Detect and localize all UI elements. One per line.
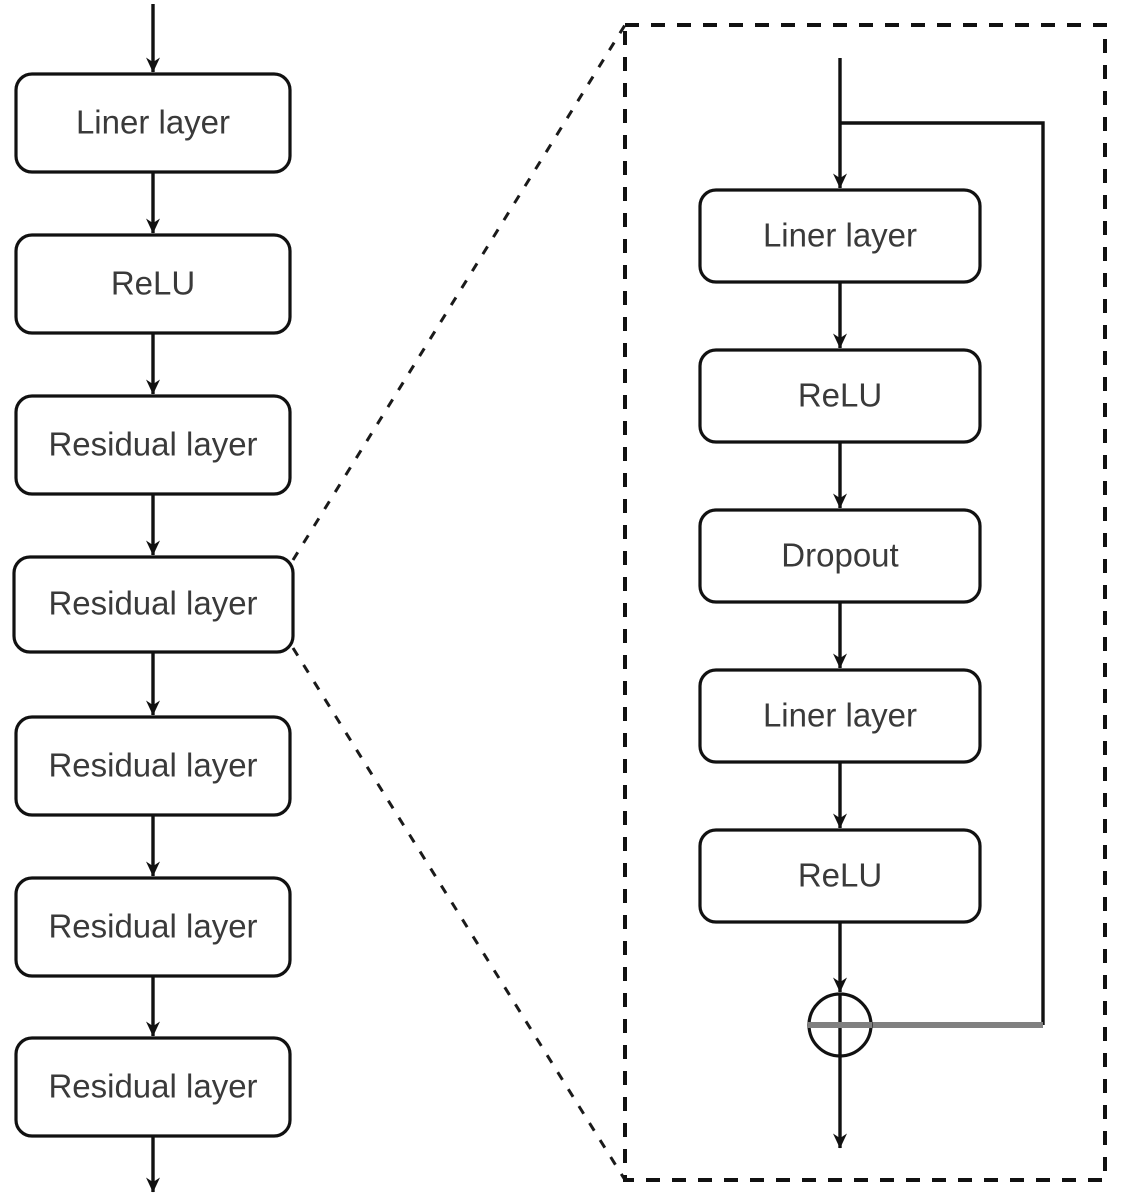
node-dropout[interactable]: Dropout	[698, 508, 982, 604]
callout-lines-group	[291, 24, 627, 1181]
node-label: Dropout	[781, 537, 898, 574]
right-panel-group: Liner layer ReLU Dropout Liner layer	[623, 23, 1107, 1182]
node-label: ReLU	[798, 377, 882, 414]
node-label: Residual layer	[48, 747, 257, 784]
node-liner-layer-detail-2[interactable]: Liner layer	[698, 668, 982, 764]
node-label: ReLU	[798, 857, 882, 894]
node-relu-detail-2[interactable]: ReLU	[698, 828, 982, 924]
detail-panel-border	[623, 23, 1107, 1182]
node-label: Liner layer	[763, 697, 917, 734]
node-residual-layer-3[interactable]: Residual layer	[14, 715, 292, 817]
node-label: Residual layer	[48, 1068, 257, 1105]
node-liner-layer-detail-1[interactable]: Liner layer	[698, 188, 982, 284]
summation-node[interactable]	[807, 992, 873, 1058]
callout-line-lower	[291, 647, 627, 1181]
node-relu-detail-1[interactable]: ReLU	[698, 348, 982, 444]
node-residual-layer-4[interactable]: Residual layer	[14, 876, 292, 978]
left-column-group: Liner layer ReLU Residual layer Residual…	[12, 4, 295, 1193]
node-label: Residual layer	[48, 426, 257, 463]
node-label: Residual layer	[48, 908, 257, 945]
node-residual-layer-1[interactable]: Residual layer	[14, 394, 292, 496]
node-residual-layer-2-expanded[interactable]: Residual layer	[12, 555, 295, 654]
node-label: Residual layer	[48, 585, 257, 622]
callout-line-upper	[291, 24, 627, 561]
node-residual-layer-5[interactable]: Residual layer	[14, 1036, 292, 1138]
skip-connection-path	[840, 121, 1045, 1025]
node-label: ReLU	[111, 265, 195, 302]
node-liner-layer-top[interactable]: Liner layer	[14, 72, 292, 174]
node-relu-left[interactable]: ReLU	[14, 233, 292, 335]
node-label: Liner layer	[76, 104, 230, 141]
node-label: Liner layer	[763, 217, 917, 254]
